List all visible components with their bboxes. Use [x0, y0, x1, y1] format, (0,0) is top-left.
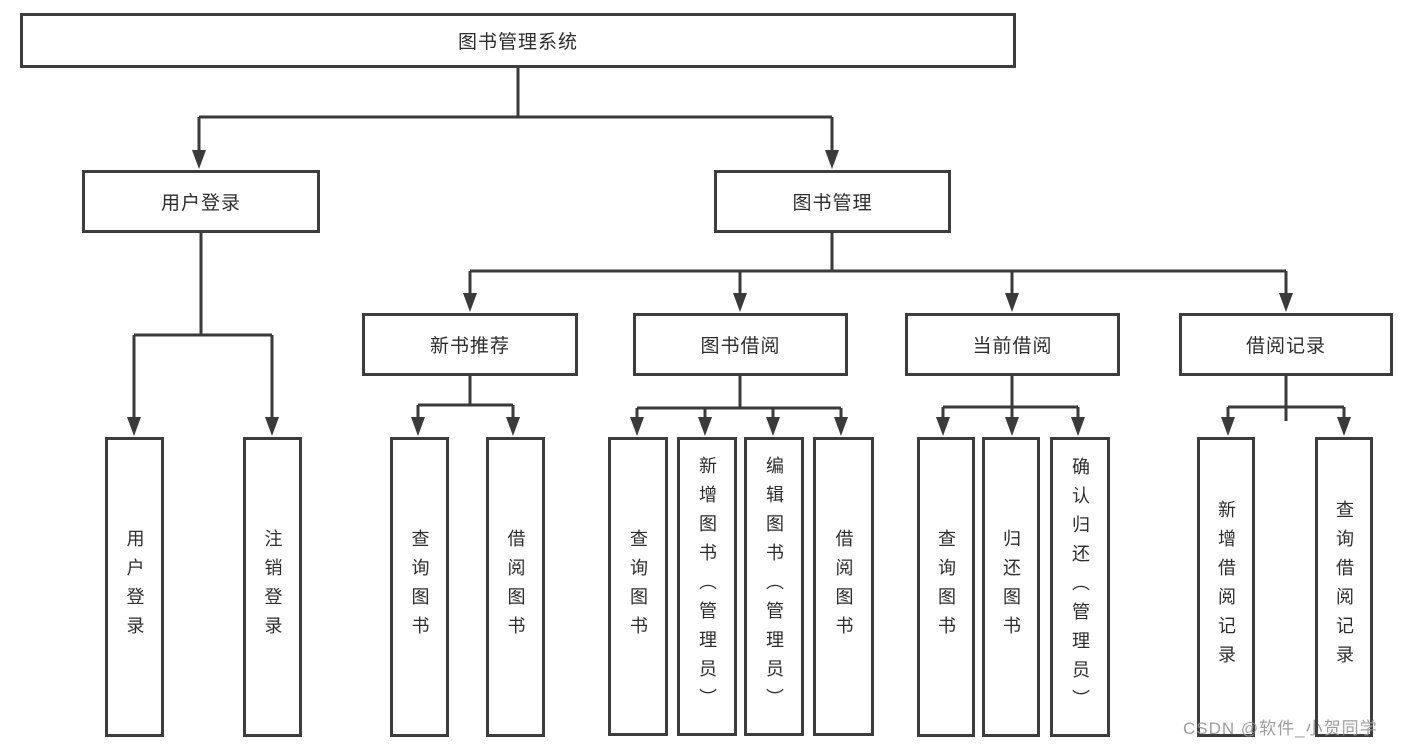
node-leaf-user-login: 用户登录	[105, 437, 164, 737]
node-new-book-recommend: 新书推荐	[362, 313, 578, 376]
node-label: 图书管理系统	[457, 32, 578, 53]
node-user-login-module: 用户登录	[82, 170, 320, 233]
node-label: 图书借阅	[700, 336, 781, 357]
node-borrow-record: 借阅记录	[1179, 313, 1393, 376]
csdn-watermark: CSDN @软件_小贺同学	[1183, 719, 1378, 738]
node-leaf-borrow-book-2: 借阅图书	[813, 437, 874, 736]
node-label: 用户登录	[124, 529, 145, 645]
node-label: 当前借阅	[972, 336, 1053, 357]
node-label: 编辑图书（管理员）	[764, 456, 784, 717]
node-label: 借阅图书	[505, 529, 526, 645]
node-leaf-query-borrow-record: 查询借阅记录	[1315, 437, 1373, 737]
node-label: 查询借阅记录	[1334, 500, 1354, 674]
node-label: 新增图书（管理员）	[697, 456, 717, 717]
node-leaf-query-book-3: 查询图书	[917, 437, 975, 737]
node-leaf-borrow-book-1: 借阅图书	[486, 437, 545, 737]
node-label: 用户登录	[160, 193, 241, 214]
node-current-borrow: 当前借阅	[905, 313, 1120, 376]
node-label: 查询图书	[409, 529, 430, 645]
node-book-management-module: 图书管理	[714, 170, 951, 233]
node-root-system: 图书管理系统	[20, 13, 1016, 68]
node-leaf-edit-book-admin: 编辑图书（管理员）	[744, 437, 804, 736]
node-book-borrow: 图书借阅	[633, 313, 848, 376]
node-leaf-logout: 注销登录	[243, 437, 302, 737]
node-leaf-confirm-return-admin: 确认归还（管理员）	[1050, 437, 1110, 737]
node-label: 图书管理	[792, 193, 873, 214]
node-label: 查询图书	[628, 528, 648, 645]
node-label: 新增借阅记录	[1216, 500, 1236, 674]
node-leaf-return-book: 归还图书	[982, 437, 1040, 737]
node-label: 注销登录	[262, 529, 283, 645]
node-label: 查询图书	[936, 529, 956, 645]
node-label: 借阅图书	[833, 528, 854, 645]
node-leaf-query-book-1: 查询图书	[390, 437, 449, 737]
node-label: 新书推荐	[429, 336, 510, 357]
node-label: 借阅记录	[1245, 336, 1326, 357]
node-label: 确认归还（管理员）	[1070, 456, 1090, 718]
node-leaf-add-borrow-record: 新增借阅记录	[1197, 437, 1255, 737]
node-leaf-query-book-2: 查询图书	[608, 437, 668, 736]
node-leaf-add-book-admin: 新增图书（管理员）	[677, 437, 737, 736]
node-label: 归还图书	[1001, 529, 1021, 645]
